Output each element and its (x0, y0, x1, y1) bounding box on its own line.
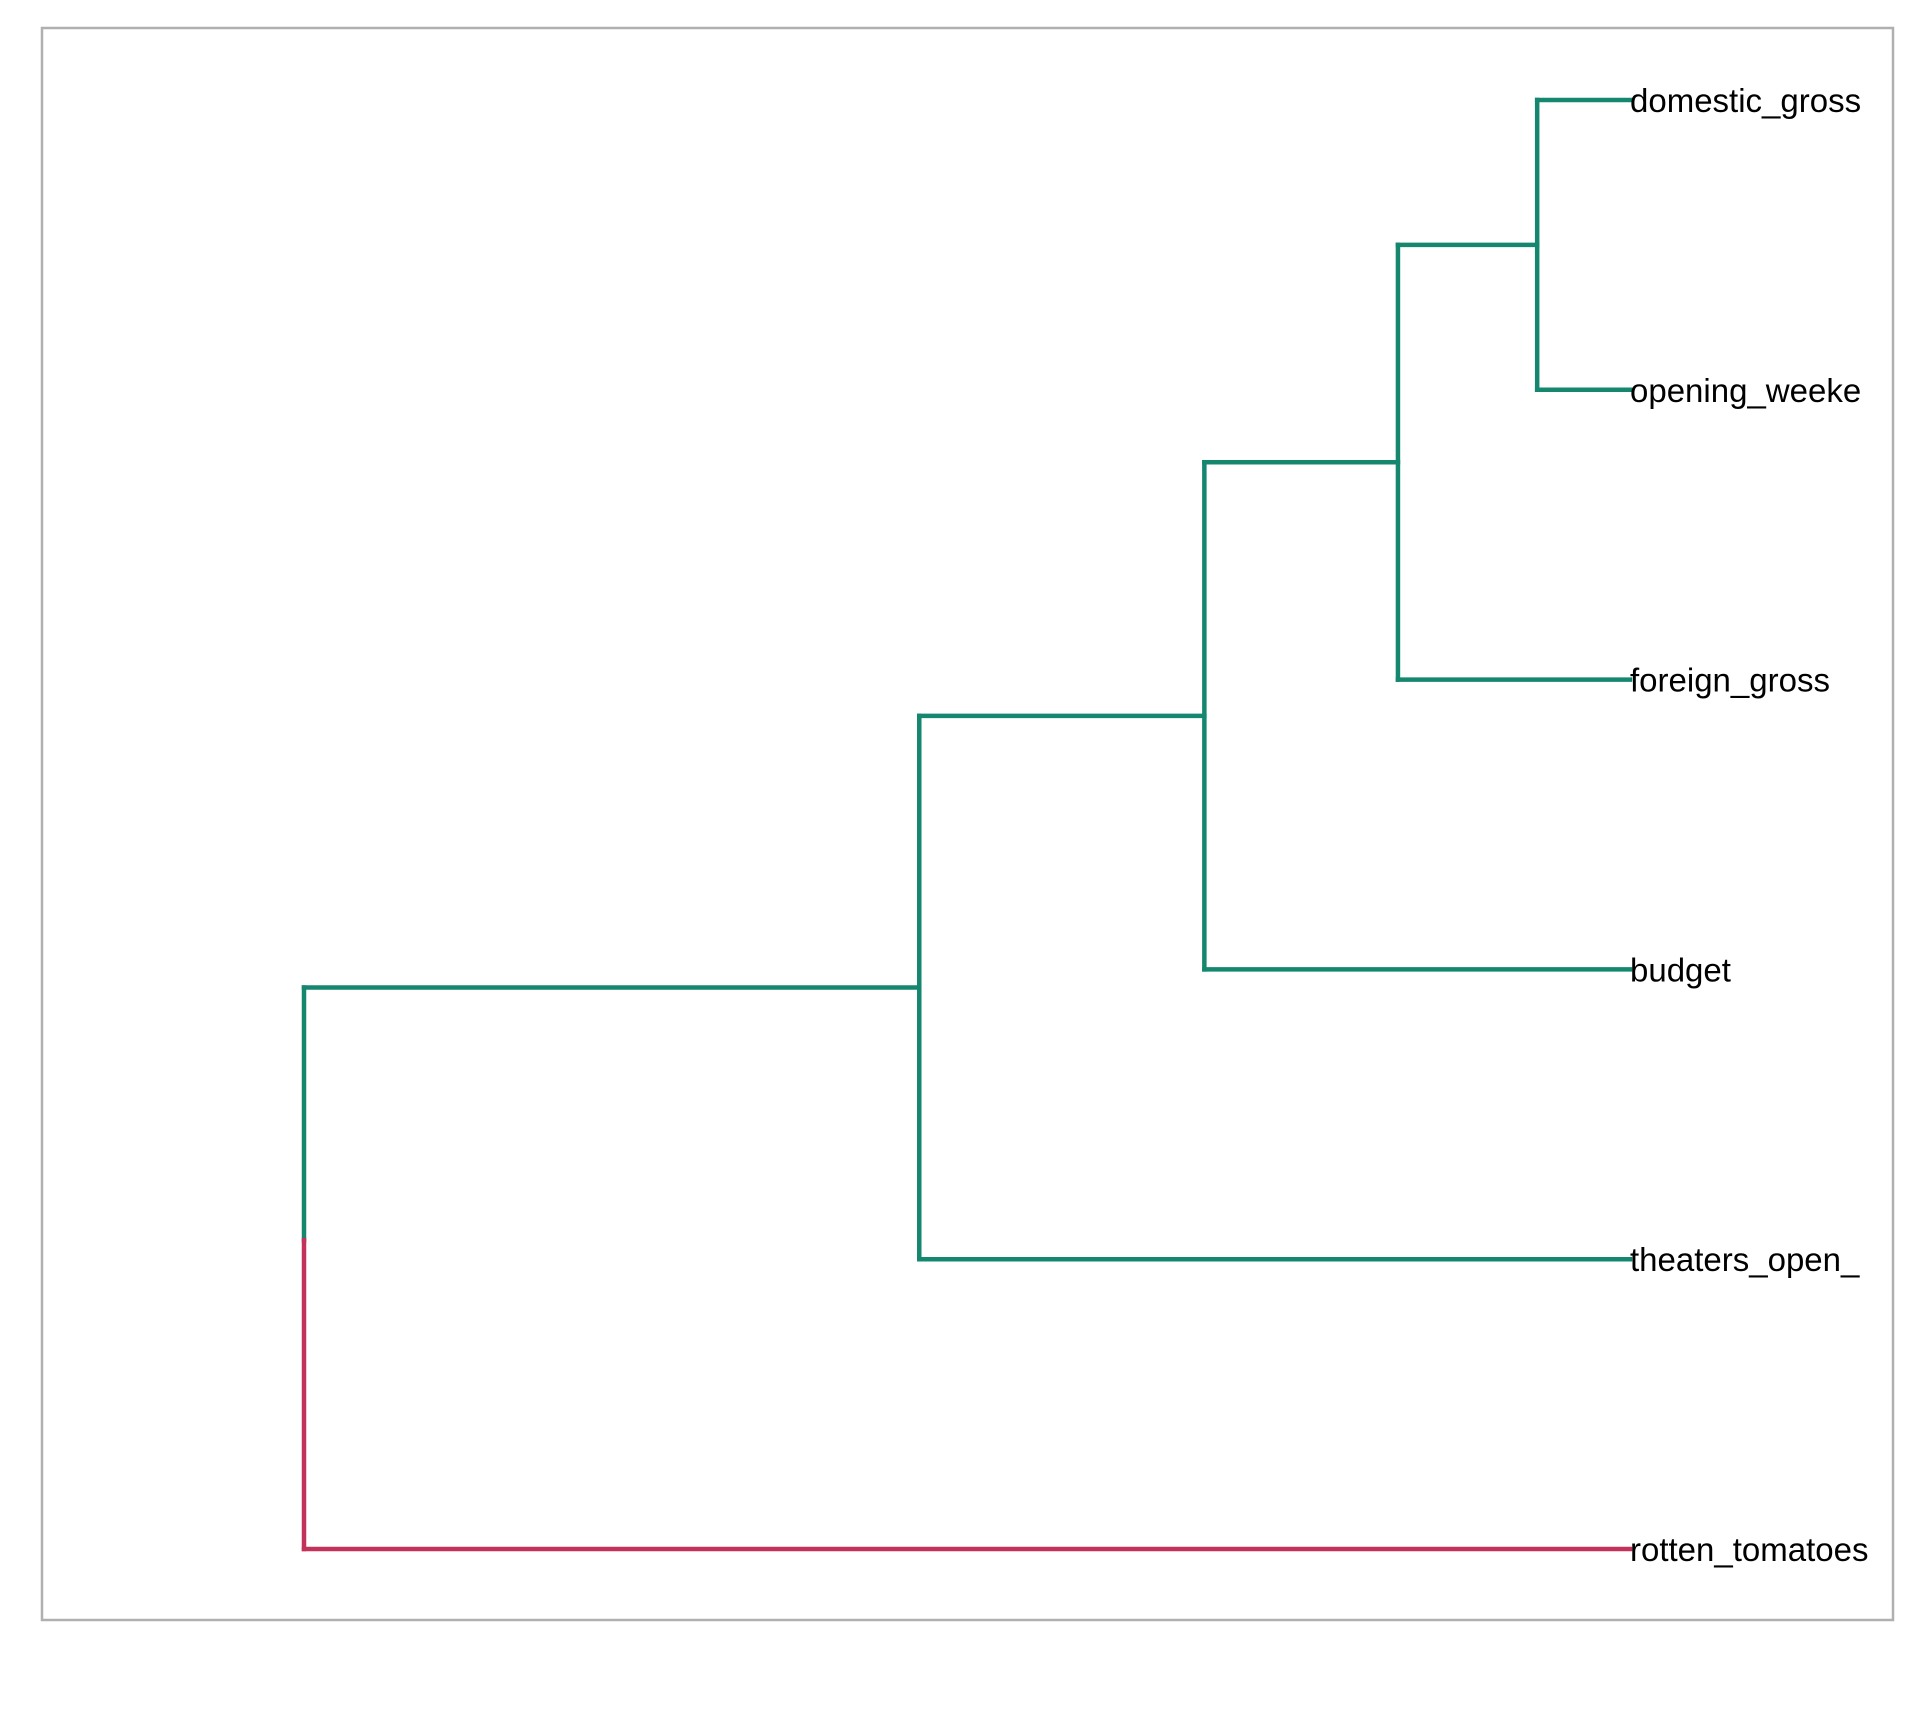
plot-frame (40, 26, 1895, 1622)
leaf-labels: domestic_gross opening_weeke foreign_gro… (1630, 82, 1868, 1568)
dendrogram-links (301, 97, 1633, 1552)
leaf-label-budget: budget (1630, 951, 1731, 988)
leaf-label-theaters-open-week: theaters_open_ (1630, 1241, 1860, 1278)
leaf-label-foreign-gross: foreign_gross (1630, 662, 1830, 699)
leaf-label-rotten-tomatoes: rotten_tomatoes (1630, 1531, 1868, 1568)
leaf-label-opening-weekend: opening_weeke (1630, 372, 1861, 409)
leaf-label-domestic-gross: domestic_gross (1630, 82, 1861, 119)
